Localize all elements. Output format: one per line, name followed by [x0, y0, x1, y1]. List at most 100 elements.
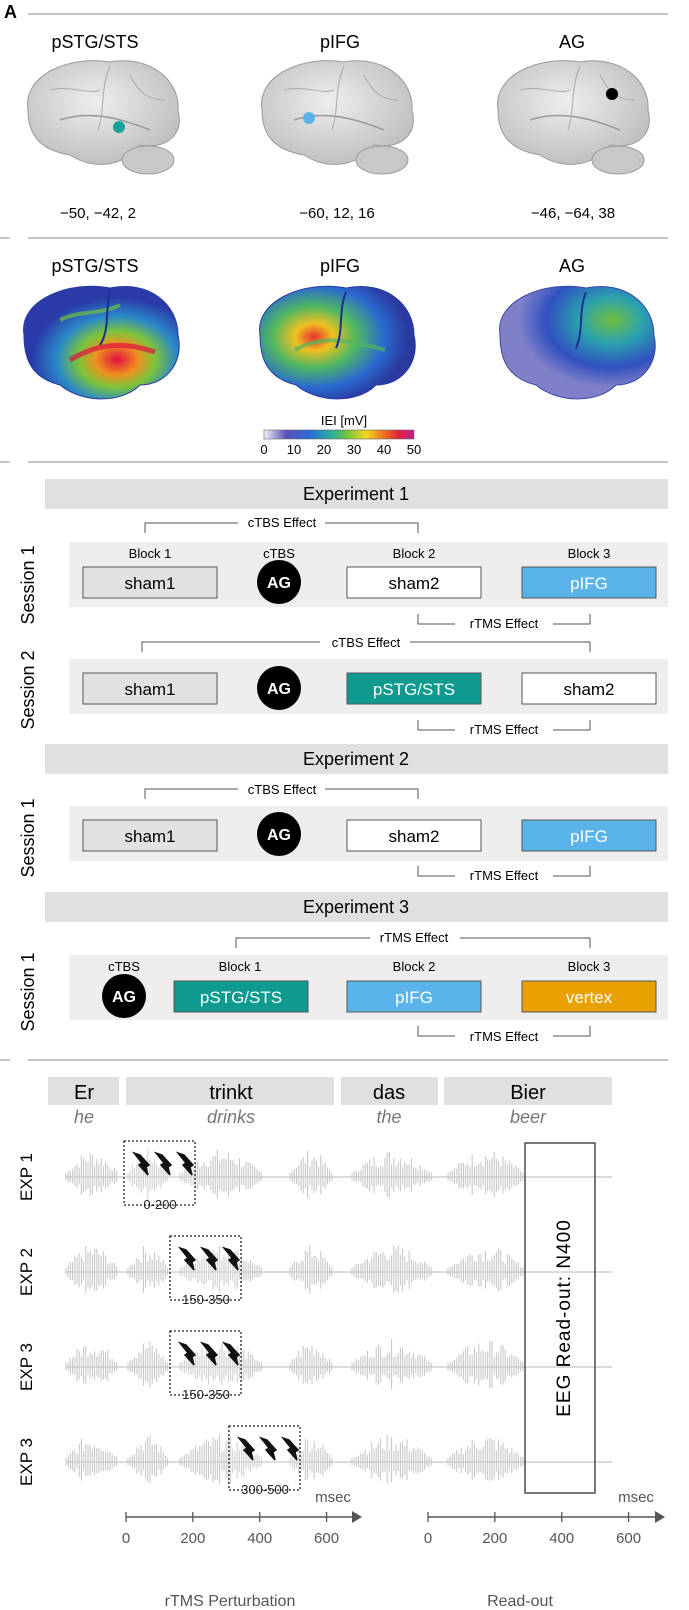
rtms-effect-label: rTMS Effect — [470, 722, 539, 737]
brain-a-title-3: AG — [559, 32, 585, 52]
colorbar-tick: 20 — [317, 442, 331, 457]
pifg-box — [521, 819, 657, 852]
speech-waveform — [65, 1149, 524, 1200]
axis-left-unit: msec — [315, 1489, 351, 1506]
tms-window-label: 300-500 — [241, 1482, 289, 1497]
tms-window-box — [169, 1235, 242, 1301]
row-label: EXP 3 — [17, 1343, 36, 1391]
block-label: cTBS — [263, 546, 295, 561]
gray-brain-3 — [497, 60, 650, 175]
tms-pulse-icon — [221, 1246, 241, 1271]
axis-tick-label: 200 — [180, 1530, 205, 1547]
tms-pulse-icon — [177, 1246, 197, 1271]
heatmap-brain-3 — [499, 285, 656, 400]
axis-right-title: Read-out — [487, 1593, 553, 1610]
heatmap-brain-1 — [23, 285, 180, 400]
tms-pulse-icon — [258, 1436, 278, 1461]
row-label: EXP 3 — [17, 1438, 36, 1486]
rtms-effect-label: rTMS Effect — [470, 616, 539, 631]
sham1-box — [82, 566, 218, 599]
box-label: pIFG — [395, 988, 433, 1007]
waveform-row: EXP 1 0-200 — [17, 1140, 612, 1212]
box-label: sham2 — [388, 827, 439, 846]
colorbar-tick: 0 — [260, 442, 267, 457]
exp1-session2-label: Session 2 — [18, 650, 38, 729]
row-label: EXP 1 — [17, 1153, 36, 1201]
word-bar — [48, 1077, 119, 1105]
ctbs-ag-circle — [257, 812, 301, 856]
word-en: beer — [510, 1107, 547, 1127]
word-de: Bier — [510, 1082, 546, 1104]
row-label: EXP 2 — [17, 1248, 36, 1296]
experiment-1-title: Experiment 1 — [303, 484, 409, 504]
tms-pulse-icon — [177, 1341, 197, 1366]
word-en: the — [376, 1107, 401, 1127]
brain-b-title-1: pSTG/STS — [51, 256, 138, 276]
box-label: sham2 — [563, 680, 614, 699]
tms-window-box — [228, 1425, 301, 1491]
tms-window-label: 0-200 — [143, 1197, 176, 1212]
tms-pulse-icon — [153, 1151, 173, 1176]
colorbar-gradient — [263, 429, 415, 440]
box-label: sham2 — [388, 574, 439, 593]
experiment-1-bar — [45, 479, 668, 509]
axis-tick-label: 400 — [247, 1530, 272, 1547]
axis-left-title: rTMS Perturbation — [165, 1593, 296, 1610]
block-label: Block 3 — [568, 546, 611, 561]
ctbs-ag-circle — [257, 666, 301, 710]
box-label: pIFG — [570, 827, 608, 846]
box-label: sham1 — [124, 574, 175, 593]
word-bar — [444, 1077, 612, 1105]
word-bar — [126, 1077, 334, 1105]
experiment-2-bar — [45, 744, 668, 774]
box-label: AG — [267, 827, 291, 844]
tms-window-box — [169, 1330, 242, 1396]
axis-tick-label: 200 — [482, 1530, 507, 1547]
box-label: AG — [267, 575, 291, 592]
ctbs-ag-circle — [102, 974, 146, 1018]
readout-box — [524, 1142, 596, 1494]
box-label: pIFG — [570, 574, 608, 593]
axis-right-unit: msec — [618, 1489, 654, 1506]
ctbs-effect-label: cTBS Effect — [248, 782, 317, 797]
pifg-box — [521, 566, 657, 599]
tms-pulse-icon — [199, 1246, 219, 1271]
word-de: das — [373, 1082, 405, 1104]
waveform-row: EXP 3 300-500 — [17, 1425, 612, 1497]
word-de: trinkt — [209, 1082, 253, 1104]
experiment-3-title: Experiment 3 — [303, 897, 409, 917]
stim-site-dot — [606, 88, 618, 100]
sham2-box — [346, 819, 482, 852]
stim-site-dot — [303, 112, 315, 124]
mni-coords-2: −60, 12, 16 — [299, 205, 374, 222]
axis-tick-label: 600 — [314, 1530, 339, 1547]
rtms-effect-label: rTMS Effect — [470, 1029, 539, 1044]
colorbar-tick: 50 — [407, 442, 421, 457]
word-bar — [341, 1077, 438, 1105]
sham2-box — [346, 566, 482, 599]
box-label: pSTG/STS — [200, 988, 282, 1007]
box-label: vertex — [566, 988, 613, 1007]
tms-pulse-icon — [221, 1341, 241, 1366]
panel-letter-a: A — [4, 2, 17, 22]
axis-tick-label: 0 — [122, 1530, 130, 1547]
speech-waveform — [65, 1339, 524, 1390]
exp1-session1-label: Session 1 — [18, 545, 38, 624]
tms-pulse-icon — [175, 1151, 195, 1176]
sham1-box — [82, 672, 218, 705]
rtms-effect-label: rTMS Effect — [470, 868, 539, 883]
gray-brain-1 — [27, 60, 180, 175]
word-en: drinks — [207, 1107, 255, 1127]
ctbs-ag-circle — [257, 560, 301, 604]
block-label: Block 1 — [219, 959, 262, 974]
box-label: AG — [267, 681, 291, 698]
pstg-box — [346, 672, 482, 705]
sham1-box — [82, 819, 218, 852]
colorbar-tick: 40 — [377, 442, 391, 457]
panel-d: Er trinkt das Bier he drinks the beer EX… — [17, 1077, 665, 1610]
